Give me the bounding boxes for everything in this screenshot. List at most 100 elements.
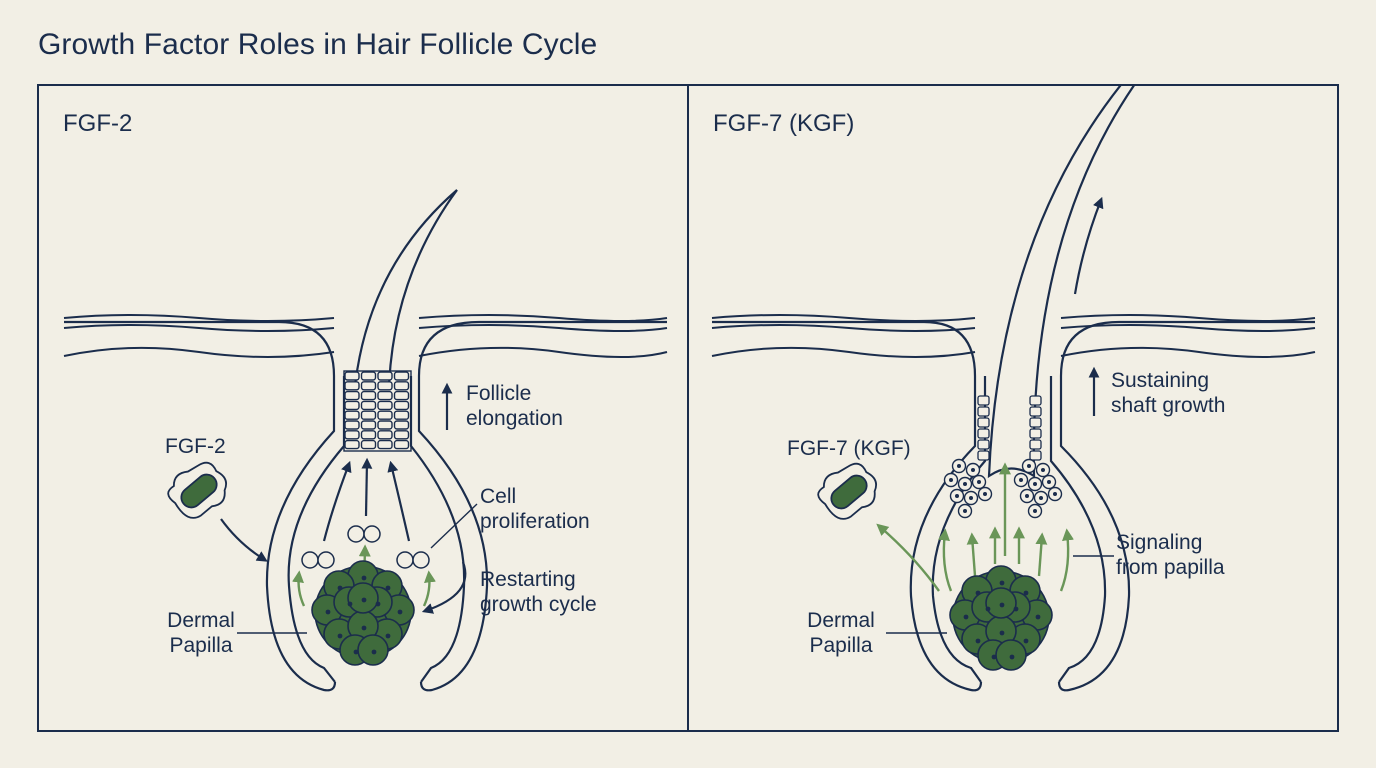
- nucleus: [337, 585, 343, 591]
- fgf2-diagram: [63, 189, 668, 692]
- nucleus: [999, 630, 1005, 636]
- fgf7-molecule-icon: [817, 462, 877, 520]
- nucleus: [963, 614, 969, 620]
- cell: [977, 439, 990, 450]
- hair-shaft: [987, 86, 1135, 479]
- fgf7-diagram: [711, 86, 1316, 692]
- cell: [393, 371, 410, 381]
- fgf7-panel: FGF-7 (KGF): [687, 84, 1339, 732]
- nucleus: [347, 601, 353, 607]
- cell: [1029, 439, 1042, 450]
- cell: [377, 410, 393, 420]
- nucleus: [1047, 480, 1051, 484]
- cell: [344, 390, 360, 401]
- cell: [344, 400, 360, 411]
- dermal-papilla-cluster: [311, 560, 415, 666]
- cell: [1029, 450, 1042, 461]
- cell: [360, 400, 377, 411]
- fgf2-panel: FGF-2: [37, 84, 689, 732]
- nucleus: [361, 597, 367, 603]
- cell: [344, 420, 360, 430]
- cell: [393, 400, 410, 411]
- cell: [977, 428, 990, 439]
- cell: [360, 430, 377, 440]
- nucleus: [969, 496, 973, 500]
- cell: [344, 410, 360, 420]
- nucleus: [361, 575, 367, 581]
- cell: [393, 390, 410, 401]
- cell: [393, 410, 410, 420]
- cell: [360, 420, 377, 430]
- nucleus: [949, 478, 953, 482]
- nucleus: [1053, 492, 1057, 496]
- dermal-papilla-cluster: [949, 565, 1053, 671]
- fgf2-molecule-icon: [167, 461, 227, 519]
- nucleus: [1041, 468, 1045, 472]
- fgf2-panel-heading: FGF-2: [63, 110, 133, 137]
- matrix-cells: [943, 458, 1063, 519]
- nucleus: [385, 585, 391, 591]
- cell: [977, 395, 990, 406]
- nucleus: [999, 602, 1005, 608]
- nucleus: [977, 480, 981, 484]
- cell: [1029, 417, 1042, 428]
- nucleus: [1013, 606, 1019, 612]
- page-title: Growth Factor Roles in Hair Follicle Cyc…: [38, 28, 598, 61]
- cell: [393, 381, 410, 391]
- nucleus: [1025, 494, 1029, 498]
- cell: [377, 439, 393, 450]
- fgf7-panel-heading: FGF-7 (KGF): [713, 110, 855, 137]
- shaft-growth-arrow: [1073, 196, 1104, 295]
- nucleus: [375, 601, 381, 607]
- fgf7-factor-label: FGF-7 (KGF): [787, 437, 911, 460]
- cell: [360, 439, 377, 450]
- cell: [360, 410, 377, 420]
- nucleus: [1023, 590, 1029, 596]
- hair-shaft: [353, 189, 458, 387]
- nucleus: [971, 468, 975, 472]
- nucleus: [325, 609, 331, 615]
- label-proliferation: Cell proliferation: [480, 485, 590, 533]
- nucleus: [975, 638, 981, 644]
- fgf2-factor-label: FGF-2: [165, 435, 226, 458]
- nucleus: [1009, 654, 1015, 660]
- nucleus: [371, 649, 377, 655]
- nucleus: [963, 509, 967, 513]
- restart-arrow: [421, 561, 467, 614]
- cell: [393, 439, 410, 450]
- factor-arrow: [220, 518, 268, 562]
- cell: [377, 390, 393, 401]
- cell: [344, 381, 360, 391]
- nucleus: [1033, 509, 1037, 513]
- nucleus: [1027, 464, 1031, 468]
- nucleus: [957, 464, 961, 468]
- cell: [360, 371, 377, 381]
- cell: [977, 406, 990, 417]
- nucleus: [985, 606, 991, 612]
- cell: [377, 420, 393, 430]
- cell: [393, 430, 410, 440]
- skin-surface: [711, 314, 1316, 358]
- cell: [344, 371, 360, 381]
- label-dermal-papilla-right: Dermal Papilla: [807, 609, 875, 657]
- skin-surface: [63, 314, 668, 358]
- cell: [1029, 406, 1042, 417]
- cell: [393, 420, 410, 430]
- nucleus: [1035, 614, 1041, 620]
- label-dermal-papilla-left: Dermal Papilla: [167, 609, 235, 657]
- nucleus: [353, 649, 359, 655]
- cell: [377, 400, 393, 411]
- cell: [360, 381, 377, 391]
- keratinocyte-column: [343, 370, 412, 452]
- label-elongation: Follicle elongation: [466, 382, 563, 430]
- nucleus: [955, 494, 959, 498]
- cell: [344, 430, 360, 440]
- nucleus: [1023, 638, 1029, 644]
- cell: [344, 439, 360, 450]
- keratinocyte-columns: [977, 395, 1042, 461]
- nucleus: [975, 590, 981, 596]
- cell: [977, 450, 990, 461]
- cell: [1029, 395, 1042, 406]
- signaling-arrows: [876, 462, 1074, 592]
- nucleus: [397, 609, 403, 615]
